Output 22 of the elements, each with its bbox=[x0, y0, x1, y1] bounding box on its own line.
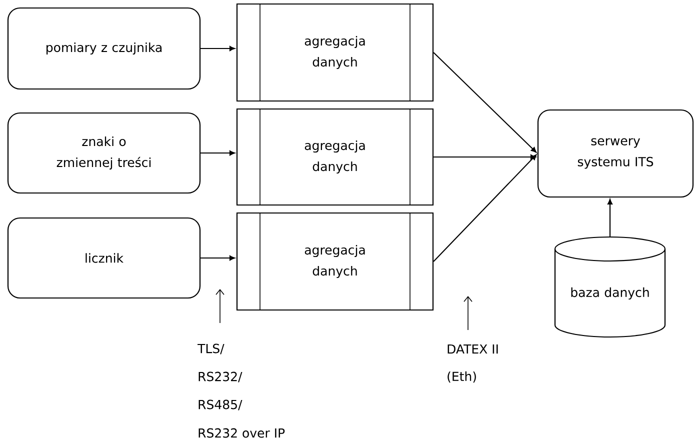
rounded-box: pomiary z czujnika bbox=[7, 7, 201, 90]
arrow bbox=[200, 255, 235, 261]
arrow bbox=[200, 46, 235, 52]
rounded-box: znaki o zmiennej treści bbox=[7, 112, 201, 194]
arrow bbox=[200, 150, 235, 156]
arrow bbox=[433, 154, 537, 262]
node-label: baza danych bbox=[571, 287, 649, 300]
process-box: agregacja danych bbox=[236, 108, 434, 206]
arrow bbox=[434, 154, 536, 160]
process-box: agregacja danych bbox=[236, 212, 434, 311]
port-label: TLS/ bbox=[198, 344, 224, 354]
database-cylinder: baza danych bbox=[554, 236, 666, 338]
port-label: RS232/ bbox=[198, 372, 242, 382]
rounded-box: licznik bbox=[7, 217, 201, 299]
port-label: RS485/ bbox=[198, 400, 242, 410]
arrow bbox=[433, 52, 537, 153]
arrow bbox=[608, 199, 613, 236]
port-label: (Eth) bbox=[448, 371, 476, 383]
process-box: agregacja danych bbox=[236, 3, 434, 102]
rounded-box: serwery systemu ITS bbox=[537, 109, 694, 198]
port-label: RS232 over IP bbox=[198, 428, 285, 438]
port-label: DATEX II bbox=[448, 344, 498, 354]
